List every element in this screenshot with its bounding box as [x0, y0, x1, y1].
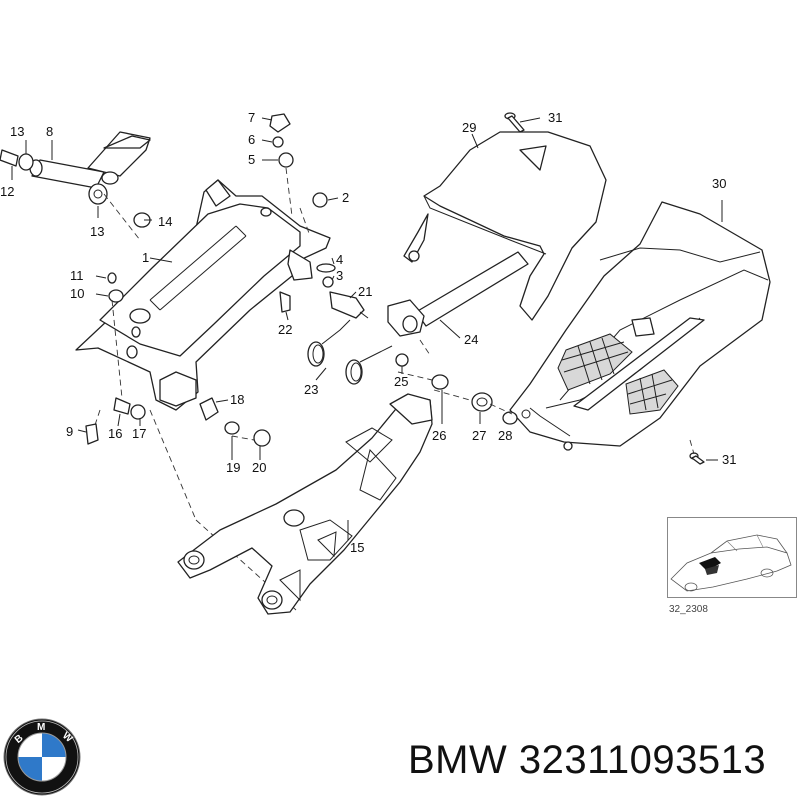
callout-19: 19 [226, 460, 240, 475]
svg-text:M: M [37, 722, 45, 733]
inset-code: 32_2308 [669, 604, 708, 615]
brand-part-number-line: BMW 32311093513 [408, 738, 766, 783]
callout-4: 4 [336, 252, 343, 267]
callout-14: 14 [158, 214, 172, 229]
callout-1: 1 [142, 250, 149, 265]
grille-vents [557, 333, 679, 415]
small-hardware-right [431, 374, 531, 425]
callout-8: 8 [46, 124, 53, 139]
car-outline-icon [670, 534, 792, 592]
callout-5: 5 [248, 152, 255, 167]
main-bracket [75, 179, 331, 611]
callout-25: 25 [394, 374, 408, 389]
callout-10: 10 [70, 286, 84, 301]
callout-27: 27 [472, 428, 486, 443]
column-housing [177, 393, 433, 615]
callout-7: 7 [248, 110, 255, 125]
callout-9: 9 [66, 424, 73, 439]
assembly-dashed-lines [231, 207, 513, 441]
screw-top [504, 112, 541, 133]
callout-31-bottom: 31 [722, 452, 736, 467]
small-hardware-left [77, 212, 271, 460]
adjustment-rod [387, 251, 529, 356]
callout-12: 12 [0, 184, 14, 199]
callout-26: 26 [432, 428, 446, 443]
callout-15: 15 [350, 540, 364, 555]
screw-bottom [689, 439, 718, 465]
callout-13-top: 13 [10, 124, 24, 139]
callout-23: 23 [304, 382, 318, 397]
callout-17: 17 [132, 426, 146, 441]
callout-31-top: 31 [548, 110, 562, 125]
callout-16: 16 [108, 426, 122, 441]
upper-shroud [403, 131, 607, 321]
callout-24: 24 [464, 332, 478, 347]
callout-21: 21 [358, 284, 372, 299]
callout-18: 18 [230, 392, 244, 407]
callout-3: 3 [336, 268, 343, 283]
callout-6: 6 [248, 132, 255, 147]
callout-29: 29 [462, 120, 476, 135]
callout-30: 30 [712, 176, 726, 191]
brand-name: BMW [408, 738, 508, 782]
callout-labels: 13 8 12 13 14 1 11 10 9 16 17 18 19 20 7… [0, 110, 736, 555]
small-hardware-center [261, 113, 369, 321]
pin-assembly [0, 131, 151, 241]
callout-28: 28 [498, 428, 512, 443]
part-number: 32311093513 [518, 738, 767, 782]
springs [307, 319, 409, 385]
bmw-logo-icon: B M W [3, 718, 81, 796]
callout-13-bottom: 13 [90, 224, 104, 239]
callout-22: 22 [278, 322, 292, 337]
callout-11: 11 [70, 268, 84, 283]
callout-20: 20 [252, 460, 266, 475]
vehicle-location-inset: 32_2308 [667, 517, 797, 615]
callout-2: 2 [342, 190, 349, 205]
